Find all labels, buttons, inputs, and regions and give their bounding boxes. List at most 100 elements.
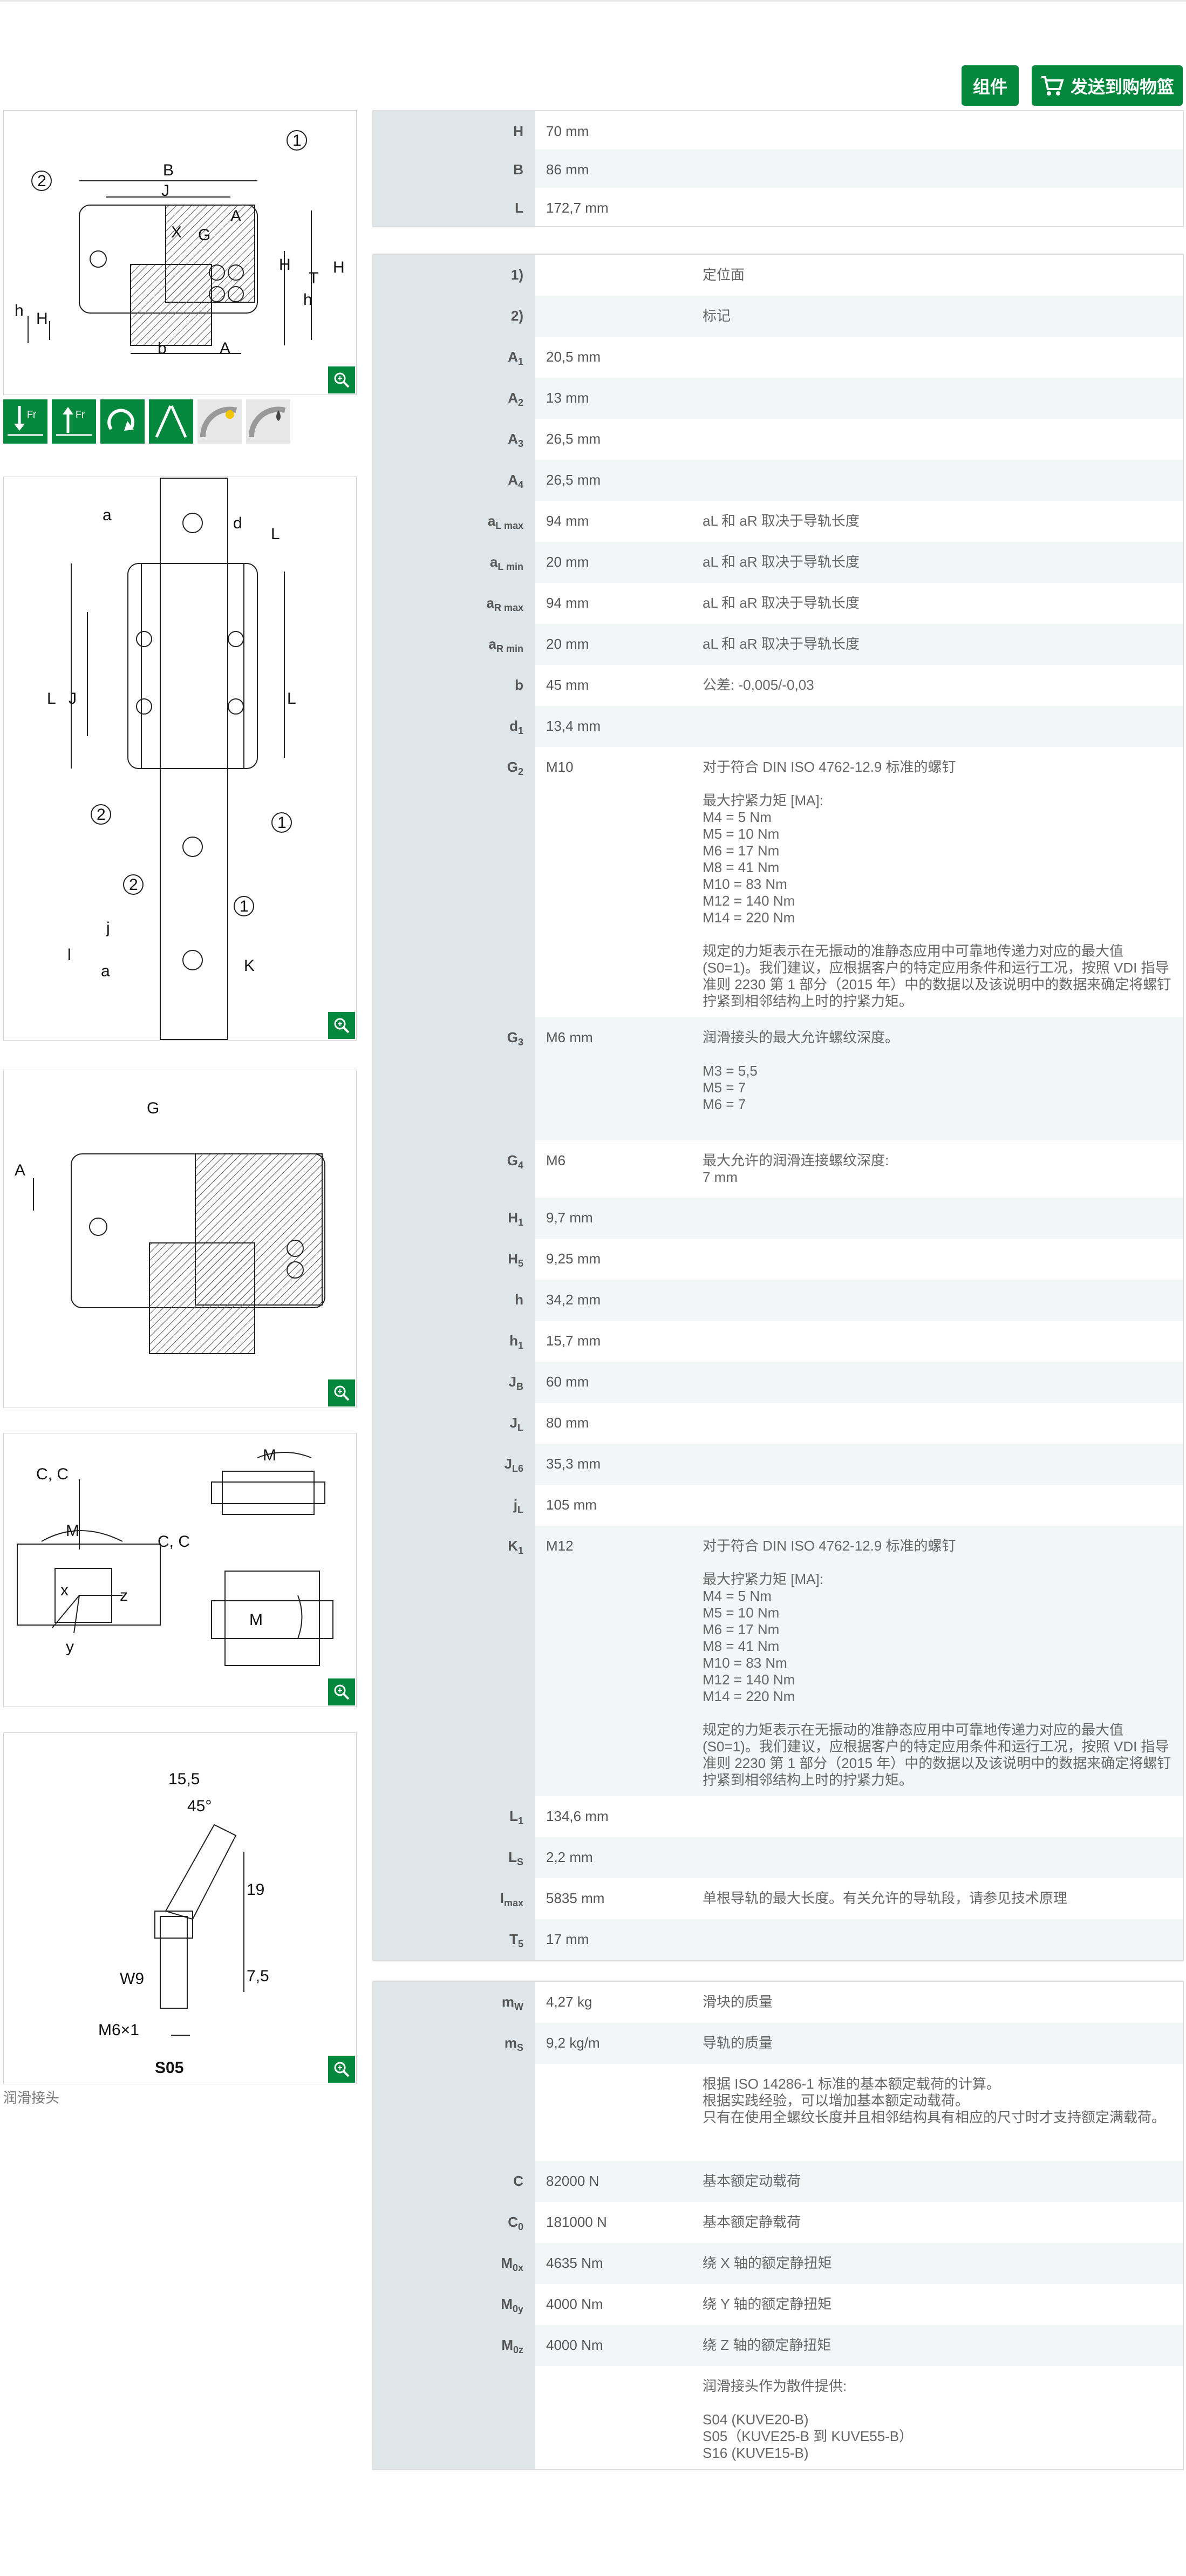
zoom-icon — [334, 372, 350, 388]
set-button[interactable]: 组件 — [962, 65, 1019, 106]
row-description: 润滑接头的最大允许螺纹深度。 M3 = 5,5 M5 = 7 M6 = 7 — [695, 1017, 1183, 1140]
row-key: 2) — [373, 296, 535, 337]
dim-label-A1: A — [220, 339, 230, 357]
row-value: 4,27 kg — [546, 1994, 592, 2010]
row-value: 9,25 mm — [546, 1250, 601, 1267]
row-description — [695, 1919, 1183, 1960]
table-row: 润滑接头作为散件提供: S04 (KUVE20-B) S05（KUVE25-B … — [373, 2366, 1183, 2469]
row-key-subscript: 1 — [517, 1340, 523, 1351]
dim-label-JB: J — [161, 182, 169, 200]
dim-label-L1: L — [287, 690, 296, 708]
zoom-button[interactable] — [328, 2056, 355, 2083]
angular-load-icon[interactable] — [149, 399, 193, 444]
load-directions-drawing: C, C C, C M M M x z y — [3, 1433, 357, 1707]
zoom-button[interactable] — [328, 1678, 355, 1705]
row-value: 82000 N — [535, 2161, 695, 2202]
load-down-icon[interactable]: Fr — [3, 399, 47, 444]
row-key: C — [373, 2161, 535, 2202]
row-key-subscript: 1 — [517, 356, 523, 368]
property-icons: Fr Fr — [3, 399, 290, 444]
row-key-text: H — [513, 123, 523, 139]
row-key-text: A — [508, 431, 518, 447]
row-key-text: m — [501, 1994, 514, 2010]
row-key: T5 — [373, 1919, 535, 1960]
row-value: 13 mm — [535, 378, 695, 419]
drawing-caption: 润滑接头 — [3, 2090, 60, 2106]
dim-label-G2: G — [198, 226, 210, 244]
lubrication-icon[interactable] — [246, 399, 290, 444]
row-value: 2,2 mm — [535, 1837, 695, 1878]
row-key-subscript: 1 — [517, 1545, 523, 1557]
dim-label-jL: j — [106, 919, 110, 937]
axis-y: y — [66, 1638, 74, 1656]
send-to-cart-button[interactable]: 发送到购物篮 — [1032, 65, 1183, 106]
zoom-button[interactable] — [328, 366, 355, 393]
table-row: 根据 ISO 14286-1 标准的基本额定载荷的计算。 根据实践经验，可以增加… — [373, 2064, 1183, 2161]
row-key-subscript: R min — [496, 643, 523, 655]
row-key-text: a — [488, 636, 496, 652]
row-description — [695, 1444, 1183, 1485]
dim-label-h: h — [303, 291, 312, 309]
row-key-subscript: 5 — [517, 1939, 523, 1950]
row-key-text: L — [509, 1808, 518, 1824]
row-value — [535, 2064, 695, 2161]
row-key-text: G — [507, 1029, 518, 1045]
zoom-button[interactable] — [328, 1012, 355, 1039]
row-key-text: C — [513, 2173, 523, 2189]
row-key-subscript: 1 — [517, 1816, 523, 1827]
row-value: 26,5 mm — [546, 431, 601, 447]
row-key-subscript: L6 — [512, 1463, 523, 1474]
row-value: 172,7 mm — [546, 200, 609, 216]
row-key-text: h — [509, 1333, 518, 1349]
dim-label-Ls: L — [271, 525, 280, 543]
svg-text:Fr: Fr — [76, 409, 85, 420]
row-key-subscript: 5 — [517, 1258, 523, 1269]
row-key: G2 — [373, 747, 535, 1017]
dim-label-JL: J — [69, 690, 77, 708]
zoom-icon — [334, 1385, 350, 1401]
row-value: 105 mm — [546, 1497, 597, 1513]
dim-label-h1: h — [15, 302, 24, 320]
row-description: 绕 X 轴的额定静扭矩 — [695, 2243, 1183, 2284]
dim-label-H5: H — [279, 256, 291, 274]
row-description: 基本额定静载荷 — [703, 2214, 801, 2230]
load-up-icon[interactable]: Fr — [52, 399, 96, 444]
zoom-button[interactable] — [328, 1379, 355, 1406]
row-description: 标记 — [695, 296, 1183, 337]
row-key: C0 — [373, 2202, 535, 2243]
row-value: 70 mm — [546, 123, 589, 139]
row-key: b — [373, 665, 535, 706]
callout-1-top: 1 — [277, 814, 287, 832]
label-C-C0-vertical: C, C — [36, 1465, 69, 1483]
row-description — [695, 1239, 1183, 1280]
table-row: 2) 标记 — [373, 296, 1183, 337]
row-key: M0x — [373, 2243, 535, 2284]
row-description — [695, 111, 1183, 149]
row-description: aL 和 aR 取决于导轨长度 — [695, 542, 1183, 583]
row-value: 86 mm — [535, 149, 695, 188]
speed-icon[interactable] — [197, 399, 242, 444]
row-description: 根据 ISO 14286-1 标准的基本额定载荷的计算。 根据实践经验，可以增加… — [703, 2076, 1166, 2125]
row-value: 181000 N — [546, 2214, 607, 2230]
row-key-text: J — [504, 1456, 512, 1472]
dim-label-45deg: 45° — [187, 1797, 212, 1815]
moment-load-icon[interactable] — [100, 399, 145, 444]
row-description: 滑块的质量 — [703, 1994, 773, 2010]
row-value: 13,4 mm — [535, 706, 695, 747]
row-value: M6 — [546, 1152, 566, 1168]
axis-z: z — [120, 1587, 128, 1605]
row-key-subscript: 4 — [517, 1160, 523, 1171]
row-key-subscript: 3 — [517, 438, 523, 450]
svg-text:Fr: Fr — [27, 409, 36, 420]
